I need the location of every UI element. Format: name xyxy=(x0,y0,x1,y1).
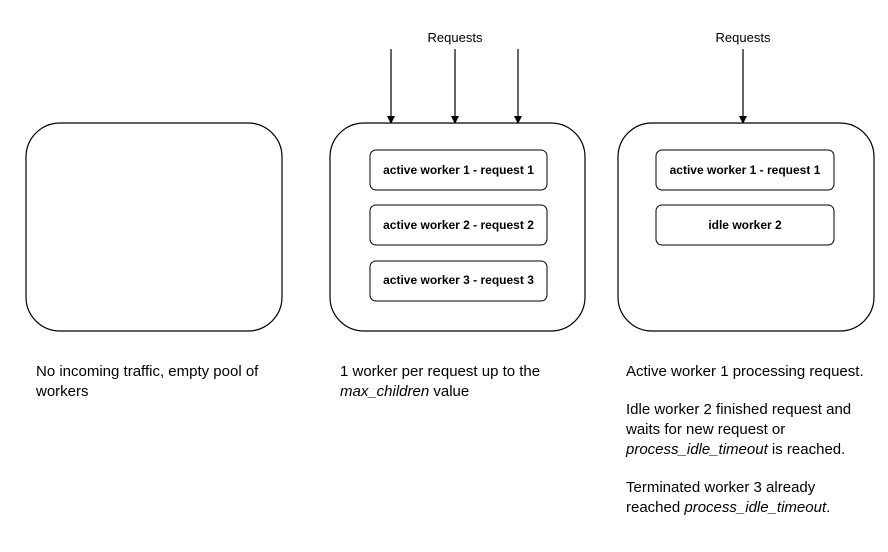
caption-term: process_idle_timeout xyxy=(684,499,827,516)
worker-label: active worker 2 - request 2 xyxy=(383,218,534,232)
worker-box xyxy=(369,149,548,191)
worker-label: idle worker 2 xyxy=(708,218,782,232)
worker-box xyxy=(655,204,835,246)
caption-text: No incoming traffic, empty pool of worke… xyxy=(36,363,259,400)
caption-text: is reached. xyxy=(767,441,846,458)
pool-box-empty xyxy=(25,122,283,332)
worker-box xyxy=(369,204,548,246)
caption-text: Idle worker 2 finished request and waits… xyxy=(626,401,852,438)
caption-term: process_idle_timeout xyxy=(626,441,768,458)
worker-label: active worker 1 - request 1 xyxy=(383,163,534,177)
caption-text: value xyxy=(429,383,470,400)
caption-text: 1 worker per request up to the xyxy=(340,363,541,380)
caption-paragraph: Terminated worker 3 already reached proc… xyxy=(626,478,866,518)
caption-paragraph: No incoming traffic, empty pool of worke… xyxy=(36,362,286,402)
worker-label: active worker 1 - request 1 xyxy=(670,163,821,177)
worker-box xyxy=(369,260,548,302)
caption-text: . xyxy=(826,499,831,516)
caption-paragraph: Active worker 1 processing request. xyxy=(626,362,866,382)
caption-term: max_children xyxy=(340,383,430,400)
worker-box xyxy=(655,149,835,191)
worker-label: active worker 3 - request 3 xyxy=(383,273,534,287)
caption-text: Terminated worker 3 already reached xyxy=(626,479,816,516)
caption-panel-1: No incoming traffic, empty pool of worke… xyxy=(36,362,286,420)
requests-label-panel-3: Requests xyxy=(716,30,771,45)
requests-label-panel-2: Requests xyxy=(428,30,483,45)
caption-text: Active worker 1 processing request. xyxy=(626,363,864,380)
caption-paragraph: Idle worker 2 finished request and waits… xyxy=(626,400,866,460)
caption-panel-3: Active worker 1 processing request. Idle … xyxy=(626,362,866,536)
caption-paragraph: 1 worker per request up to the max_child… xyxy=(340,362,570,402)
caption-panel-2: 1 worker per request up to the max_child… xyxy=(340,362,570,420)
